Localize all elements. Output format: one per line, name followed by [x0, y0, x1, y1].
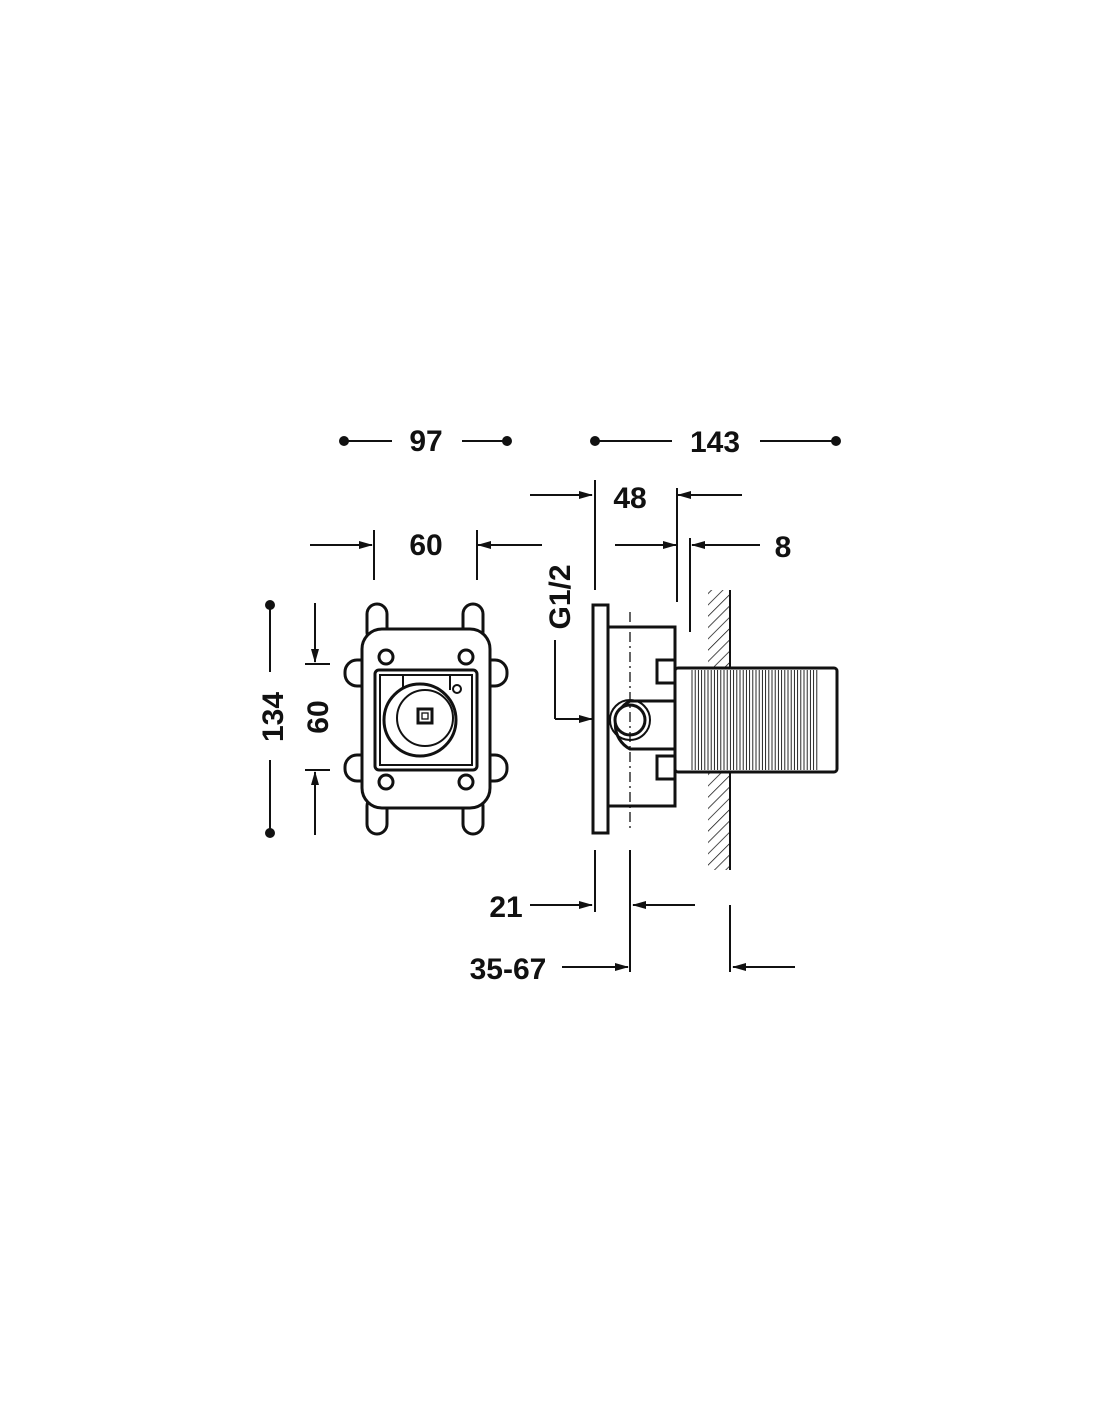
thread-lines: [691, 670, 818, 770]
dim-label-143: 143: [690, 426, 740, 459]
dimension-48: 48: [530, 480, 742, 602]
dim-label-48: 48: [613, 482, 646, 515]
mounting-plate: [591, 603, 610, 835]
dimension-8: 8: [615, 531, 791, 632]
dimension-35-67: 35-67: [470, 953, 795, 986]
dimension-60-horizontal: 60: [310, 529, 542, 580]
front-view: [343, 602, 509, 836]
thread-label: G1/2: [544, 564, 577, 629]
dim-label-8: 8: [775, 531, 792, 564]
dimension-21: 21: [489, 891, 695, 924]
dim-label-21: 21: [489, 891, 522, 924]
dimension-134: 134: [257, 600, 290, 838]
dim-label-97: 97: [409, 425, 442, 458]
dim-label-60-horizontal: 60: [409, 529, 442, 562]
dimension-97: 97: [339, 425, 512, 458]
dim-label-35-67: 35-67: [470, 953, 547, 986]
dim-label-134: 134: [257, 692, 290, 742]
dimension-60-vertical: 60: [302, 603, 335, 835]
spindle: [416, 707, 434, 725]
dim-label-60-vertical: 60: [302, 700, 335, 733]
dimension-143: 143: [590, 426, 841, 459]
side-view: [591, 590, 839, 870]
thread-callout: G1/2: [544, 564, 593, 723]
